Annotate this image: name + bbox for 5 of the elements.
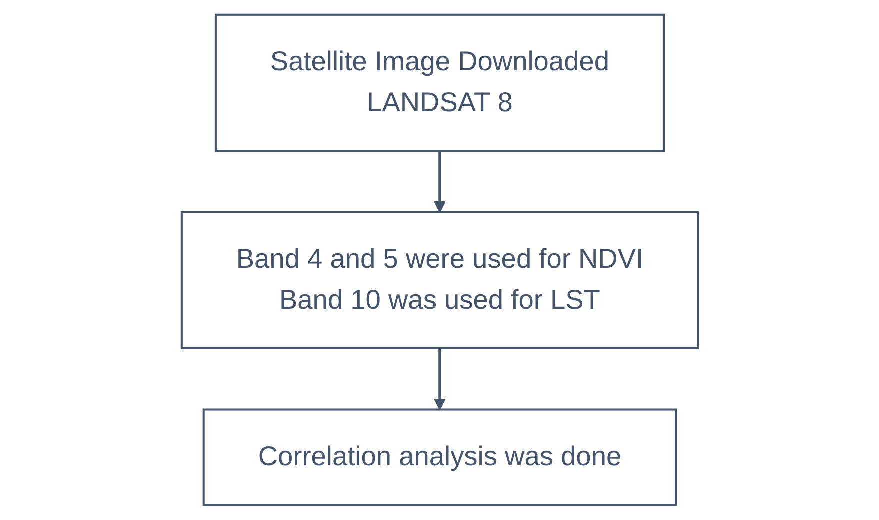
arrow bbox=[434, 348, 446, 410]
arrow bbox=[434, 151, 446, 213]
node-box: Satellite Image Downloaded LANDSAT 8 bbox=[214, 14, 665, 152]
node-box: Band 4 and 5 were used for NDVI Band 10 was used for LST bbox=[180, 211, 699, 350]
node-box: Correlation analysis was done bbox=[202, 408, 677, 506]
